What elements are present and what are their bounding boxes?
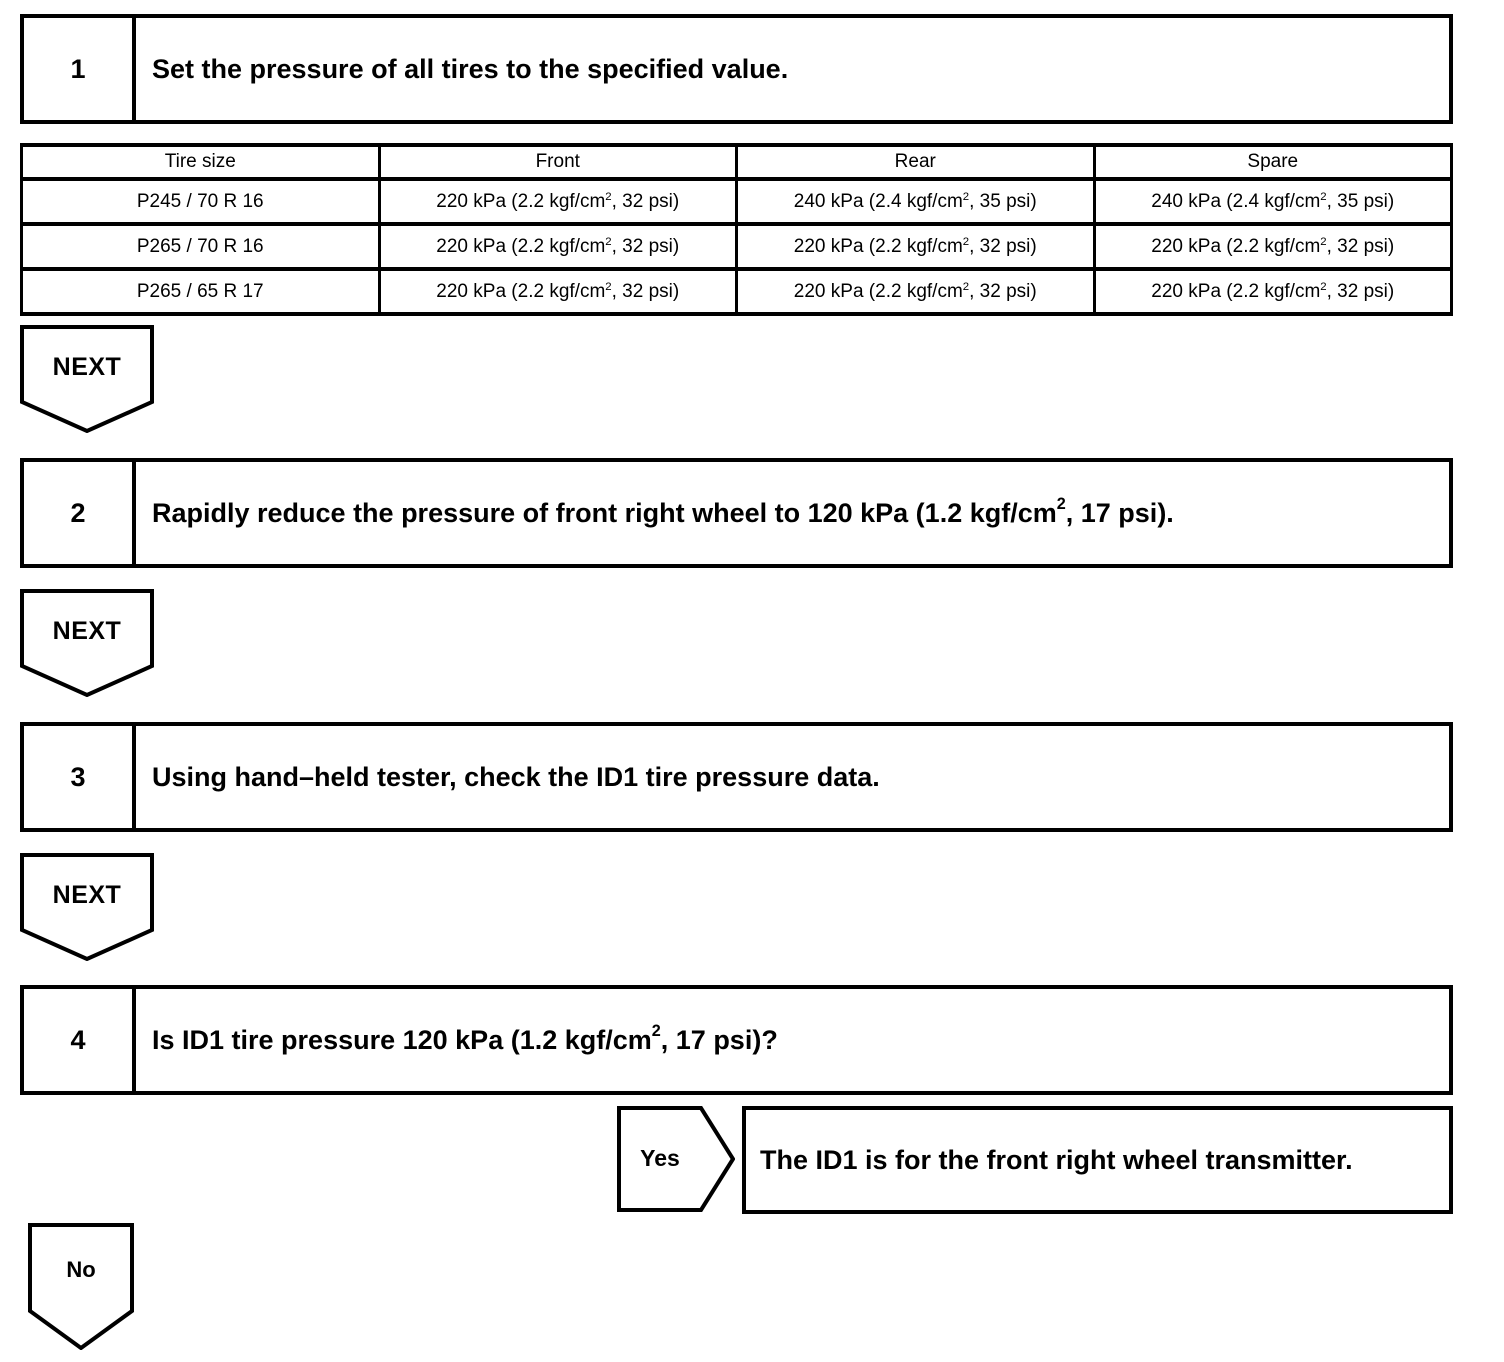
step-4-box: 4 Is ID1 tire pressure 120 kPa (1.2 kgf/… <box>20 985 1453 1095</box>
step-4-number: 4 <box>24 989 136 1091</box>
yes-result-box: The ID1 is for the front right wheel tra… <box>742 1106 1453 1214</box>
front-pressure-cell: 220 kPa (2.2 kgf/cm2, 32 psi) <box>377 222 738 271</box>
down-arrow-pentagon-icon <box>20 589 154 697</box>
front-pressure-cell: 220 kPa (2.2 kgf/cm2, 32 psi) <box>377 267 738 316</box>
no-connector: No <box>28 1223 134 1350</box>
tire-pressure-table: Tire size Front Rear Spare P245 / 70 R 1… <box>20 143 1453 316</box>
rear-pressure-cell: 220 kPa (2.2 kgf/cm2, 32 psi) <box>735 267 1096 316</box>
step-3-box: 3 Using hand–held tester, check the ID1 … <box>20 722 1453 832</box>
step-4-instruction: Is ID1 tire pressure 120 kPa (1.2 kgf/cm… <box>152 1022 778 1055</box>
tire-size-cell: P245 / 70 R 16 <box>20 177 381 226</box>
rear-pressure-cell: 240 kPa (2.4 kgf/cm2, 35 psi) <box>735 177 1096 226</box>
next-label: NEXT <box>52 881 122 909</box>
down-arrow-pentagon-icon <box>20 325 154 433</box>
right-arrow-pentagon-icon <box>617 1106 735 1212</box>
table-row: P265 / 65 R 17 220 kPa (2.2 kgf/cm2, 32 … <box>20 267 1453 316</box>
step-3-number: 3 <box>24 726 136 828</box>
step-1-instruction: Set the pressure of all tires to the spe… <box>152 53 789 84</box>
yes-label: Yes <box>640 1145 680 1171</box>
step-1-number: 1 <box>24 18 136 120</box>
table-row: P265 / 70 R 16 220 kPa (2.2 kgf/cm2, 32 … <box>20 222 1453 271</box>
yes-result-text: The ID1 is for the front right wheel tra… <box>760 1144 1353 1175</box>
step-1-box: 1 Set the pressure of all tires to the s… <box>20 14 1453 124</box>
table-header-row: Tire size Front Rear Spare <box>20 143 1453 181</box>
spare-pressure-cell: 220 kPa (2.2 kgf/cm2, 32 psi) <box>1092 222 1453 271</box>
next-label: NEXT <box>52 353 122 381</box>
spare-pressure-cell: 220 kPa (2.2 kgf/cm2, 32 psi) <box>1092 267 1453 316</box>
col-header-spare: Spare <box>1092 143 1453 181</box>
next-connector-2: NEXT <box>20 589 154 697</box>
col-header-rear: Rear <box>735 143 1096 181</box>
no-label: No <box>66 1257 96 1282</box>
rear-pressure-cell: 220 kPa (2.2 kgf/cm2, 32 psi) <box>735 222 1096 271</box>
tire-size-cell: P265 / 70 R 16 <box>20 222 381 271</box>
step-2-number: 2 <box>24 462 136 564</box>
down-arrow-pentagon-icon <box>28 1223 134 1350</box>
table-row: P245 / 70 R 16 220 kPa (2.2 kgf/cm2, 32 … <box>20 177 1453 226</box>
step-3-instruction: Using hand–held tester, check the ID1 ti… <box>152 761 880 792</box>
tire-size-cell: P265 / 65 R 17 <box>20 267 381 316</box>
col-header-tire-size: Tire size <box>20 143 381 181</box>
next-label: NEXT <box>52 617 122 645</box>
spare-pressure-cell: 240 kPa (2.4 kgf/cm2, 35 psi) <box>1092 177 1453 226</box>
front-pressure-cell: 220 kPa (2.2 kgf/cm2, 32 psi) <box>377 177 738 226</box>
next-connector-3: NEXT <box>20 853 154 961</box>
step-2-instruction: Rapidly reduce the pressure of front rig… <box>152 495 1174 528</box>
down-arrow-pentagon-icon <box>20 853 154 961</box>
col-header-front: Front <box>377 143 738 181</box>
step-2-box: 2 Rapidly reduce the pressure of front r… <box>20 458 1453 568</box>
next-connector-1: NEXT <box>20 325 154 433</box>
yes-connector: Yes <box>617 1106 735 1212</box>
